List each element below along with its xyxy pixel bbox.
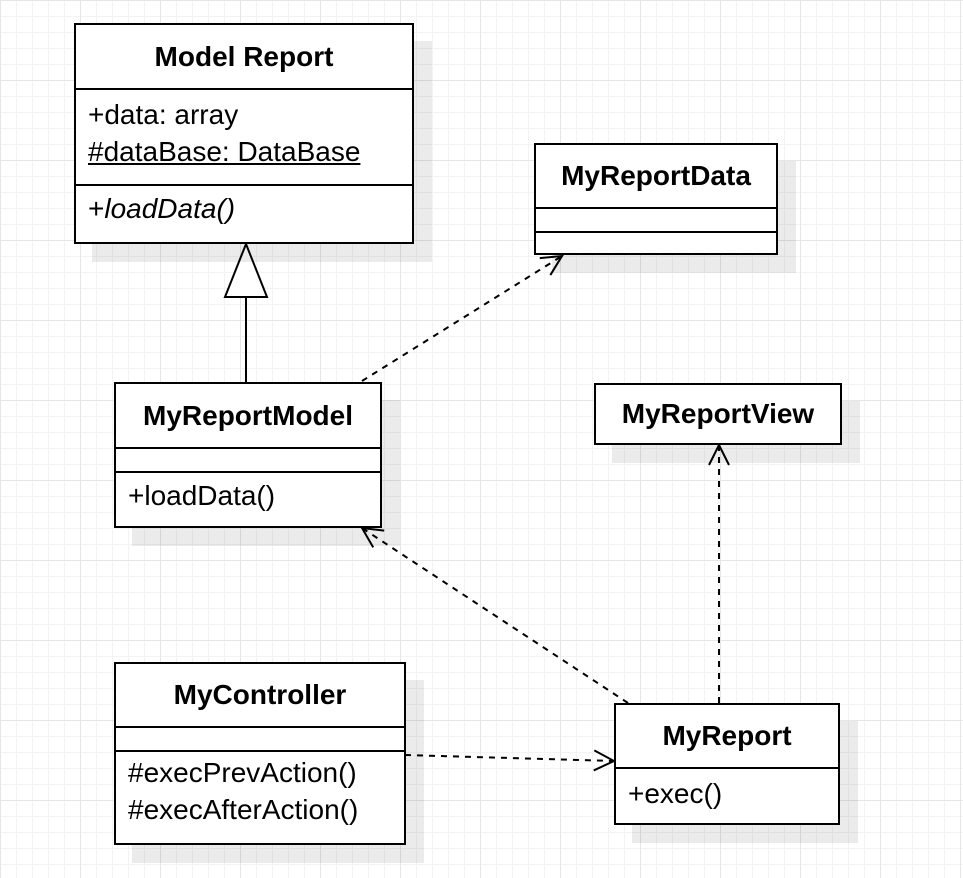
class-my-report[interactable]: MyReport +exec() — [614, 703, 840, 825]
operation: +exec() — [628, 778, 723, 809]
attributes-section — [536, 209, 776, 231]
class-name: MyReportView — [621, 398, 815, 429]
dependency-myreport-to-myreportmodel — [362, 528, 629, 704]
class-my-controller[interactable]: MyController #execPrevAction() #execAfte… — [114, 662, 406, 845]
separator — [116, 726, 404, 728]
class-my-report-data[interactable]: MyReportData — [534, 143, 778, 255]
attributes-section: +data: array #dataBase: DataBase — [76, 90, 412, 184]
operation: #execAfterAction() — [128, 794, 359, 825]
class-model-report[interactable]: Model Report +data: array #dataBase: Dat… — [74, 23, 414, 244]
attribute: +data: array — [88, 99, 239, 130]
attributes-section — [116, 728, 404, 750]
operation: +loadData() — [128, 480, 276, 511]
separator — [616, 767, 838, 769]
separator — [76, 184, 412, 186]
class-my-report-view[interactable]: MyReportView — [594, 383, 842, 445]
separator — [536, 207, 776, 209]
class-name: MyController — [173, 679, 347, 710]
operations-section — [536, 233, 776, 253]
attributes-section — [116, 449, 380, 471]
separator — [116, 750, 404, 752]
separator — [116, 471, 380, 473]
class-name: MyReportModel — [143, 399, 353, 431]
generalization-triangle — [223, 241, 269, 298]
class-name: MyReportData — [561, 160, 751, 191]
generalization-myreportmodel-to-modelreport — [223, 241, 269, 382]
operations-section: +loadData() — [76, 186, 412, 227]
dependency-myreportmodel-to-myreportdata — [361, 256, 562, 382]
attribute-static: #dataBase: DataBase — [88, 136, 361, 167]
separator — [76, 88, 412, 90]
operations-section: +exec() — [616, 769, 838, 812]
operation-name: loadData() — [104, 193, 236, 224]
class-name: MyReport — [662, 720, 792, 751]
operations-section: #execPrevAction() #execAfterAction() — [116, 752, 404, 828]
operations-section: +loadData() — [116, 473, 380, 514]
dependency-mycontroller-to-myreport — [404, 755, 614, 761]
operation-visibility: + — [88, 193, 105, 224]
class-my-report-model[interactable]: MyReportModel +loadData() — [114, 382, 382, 528]
operation-abstract: +loadData() — [88, 190, 412, 227]
separator — [116, 447, 380, 449]
class-name: Model Report — [154, 40, 334, 72]
operation: #execPrevAction() — [128, 757, 357, 788]
separator — [536, 231, 776, 233]
